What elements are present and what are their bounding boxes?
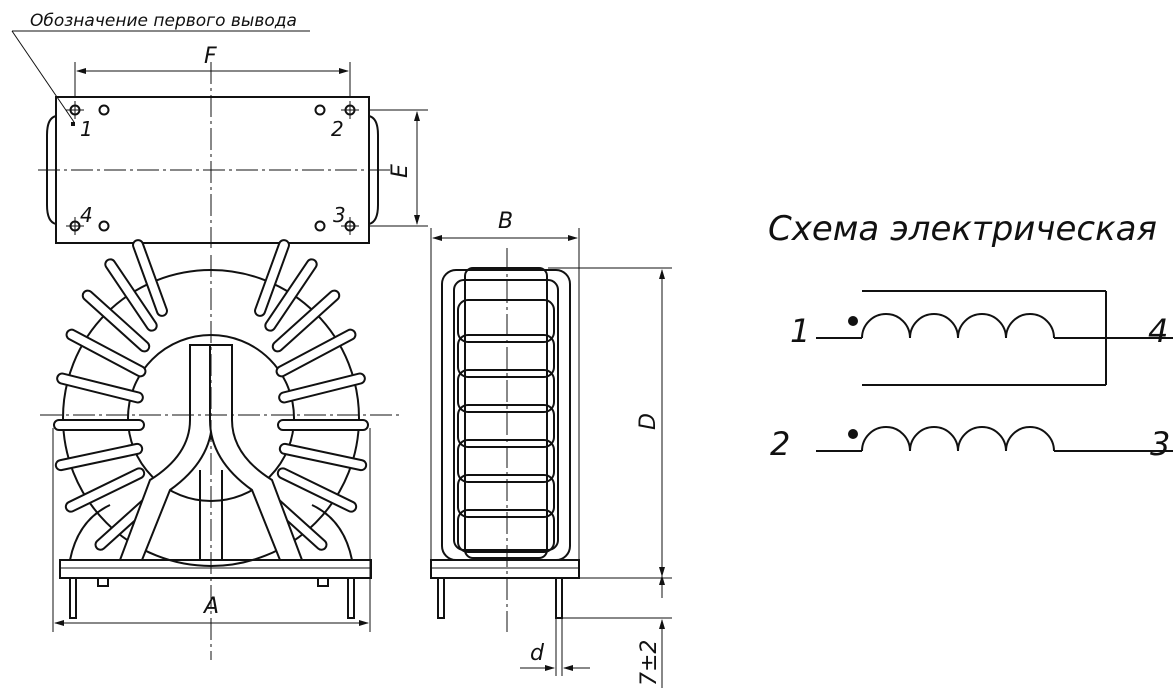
dim-A: A — [202, 594, 219, 619]
front-view: A — [40, 239, 400, 660]
schematic-title: Схема электрическая — [768, 209, 1157, 249]
dim-d: d — [530, 641, 545, 666]
side-windings — [457, 299, 555, 553]
terminal-1: 1 — [790, 312, 810, 350]
dim-E: E — [388, 164, 413, 178]
terminal-2: 2 — [770, 425, 790, 463]
pin-label-4: 4 — [80, 203, 93, 227]
pin-label-3: 3 — [333, 203, 346, 227]
side-view: B D 7±2 d — [430, 209, 672, 688]
dim-D: D — [636, 413, 661, 430]
polarity-dot-1 — [848, 316, 858, 326]
terminal-3: 3 — [1150, 425, 1170, 463]
dim-lead-length: 7±2 — [637, 640, 662, 686]
dim-B: B — [498, 209, 513, 234]
top-view: Обозначение первого вывода 1 2 3 — [11, 11, 428, 248]
dim-F: F — [204, 44, 217, 69]
first-pin-note: Обозначение первого вывода — [30, 11, 297, 31]
electrical-schematic: Схема электрическая 1 4 2 3 — [768, 209, 1173, 463]
polarity-dot-2 — [848, 429, 858, 439]
pin-label-1: 1 — [80, 117, 93, 141]
terminal-4: 4 — [1148, 312, 1168, 350]
pin-label-2: 2 — [331, 117, 344, 141]
pin-holes — [66, 101, 359, 235]
